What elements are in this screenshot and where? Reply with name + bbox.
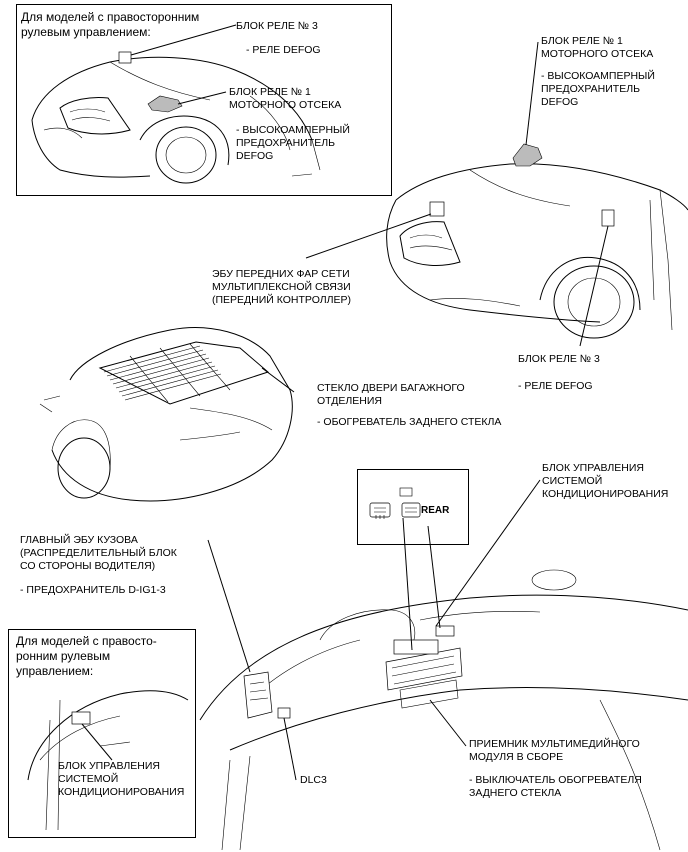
inset-top-title: Для моделей с правосторонним рулевым упр…	[21, 10, 200, 39]
rear-switch-callout-box	[357, 469, 469, 545]
main-body-ecu-label: ГЛАВНЫЙ ЭБУ КУЗОВА (РАСПРЕДЕЛИТЕЛЬНЫЙ БЛ…	[20, 534, 177, 572]
inset-relay3-title: БЛОК РЕЛЕ № 3	[236, 20, 318, 32]
multimedia-receiver-label: ПРИЕМНИК МУЛЬТИМЕДИЙНОГО МОДУЛЯ В СБОРЕ	[469, 738, 640, 763]
inset-top-box	[16, 4, 392, 196]
inset-relay1-title: БЛОК РЕЛЕ № 1 МОТОРНОГО ОТСЕКА	[229, 86, 342, 111]
dashboard-drawing	[199, 479, 688, 851]
inset-bottom-box	[8, 629, 196, 838]
headlight-ecu-label: ЭБУ ПЕРЕДНИХ ФАР СЕТИ МУЛЬТИПЛЕКСНОЙ СВЯ…	[212, 268, 352, 306]
front-relay3-item: - РЕЛЕ DEFOG	[518, 380, 593, 392]
inset-car-drawing	[31, 24, 321, 184]
front-car-drawing	[305, 41, 688, 347]
rear-car-drawing	[39, 327, 295, 502]
front-relay1-title: БЛОК РЕЛЕ № 1 МОТОРНОГО ОТСЕКА	[541, 35, 654, 60]
ac-control-label: БЛОК УПРАВЛЕНИЯ СИСТЕМОЙ КОНДИЦИОНИРОВАН…	[542, 462, 669, 500]
fuse-d-ig1-label: - ПРЕДОХРАНИТЕЛЬ D-IG1-3	[20, 584, 166, 596]
inset-relay1-item: - ВЫСОКОАМПЕРНЫЙ ПРЕДОХРАНИТЕЛЬ DEFOG	[236, 124, 350, 162]
tailgate-glass-label: СТЕКЛО ДВЕРИ БАГАЖНОГО ОТДЕЛЕНИЯ	[317, 382, 465, 407]
rear-defogger-switch-label: - ВЫКЛЮЧАТЕЛЬ ОБОГРЕВАТЕЛЯ ЗАДНЕГО СТЕКЛ…	[469, 774, 642, 799]
inset-relay3-item: - РЕЛЕ DEFOG	[246, 44, 321, 56]
front-relay1-item: - ВЫСОКОАМПЕРНЫЙ ПРЕДОХРАНИТЕЛЬ DEFOG	[541, 70, 655, 108]
rear-defogger-switch-icon	[369, 487, 421, 519]
inset-bottom-ac-label: БЛОК УПРАВЛЕНИЯ СИСТЕМОЙ КОНДИЦИОНИРОВАН…	[58, 760, 185, 798]
inset-bottom-drawing	[27, 690, 189, 831]
dlc3-label: DLC3	[300, 774, 327, 786]
rear-button-label: REAR	[421, 505, 450, 516]
rear-defogger-item: - ОБОГРЕВАТЕЛЬ ЗАДНЕГО СТЕКЛА	[317, 416, 502, 428]
inset-bottom-title: Для моделей с правосто- ронним рулевым у…	[16, 634, 157, 678]
front-relay3-title: БЛОК РЕЛЕ № 3	[518, 353, 600, 365]
